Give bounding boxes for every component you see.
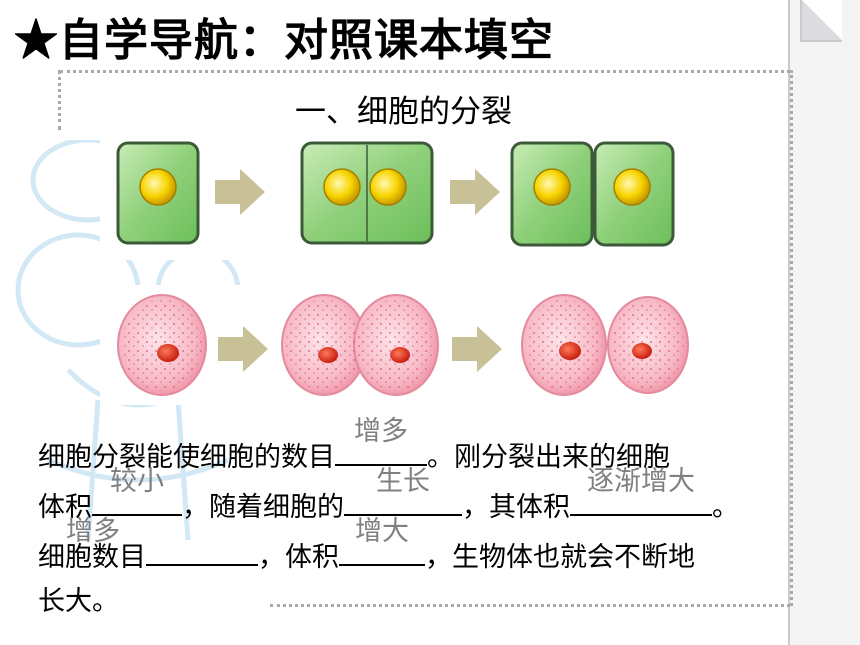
- plant-cell-dividing: [300, 141, 434, 245]
- arrow-right-icon: [215, 169, 265, 215]
- paragraph-text: ，随着细胞的: [182, 492, 344, 523]
- paragraph-text: ，体积: [258, 542, 339, 573]
- paragraph-text: 长大。: [38, 586, 119, 617]
- arrow-right-icon: [218, 326, 268, 372]
- page-frame-right: [788, 0, 860, 645]
- answer-growth: 生长: [376, 466, 430, 497]
- paragraph-text: 。: [712, 492, 739, 523]
- blank-volume-2[interactable]: 增大: [339, 516, 425, 566]
- plant-cell-daughters: [510, 141, 675, 247]
- paragraph-text: 。刚分裂出来的细胞: [427, 442, 670, 473]
- plant-nucleus: [139, 168, 177, 206]
- answer-size-2: 增大: [355, 516, 409, 547]
- animal-nucleus: [157, 344, 179, 362]
- blank-cell-growth[interactable]: 生长: [344, 466, 462, 516]
- animal-cell-dividing: [281, 294, 439, 396]
- plant-cell-division-diagram: [116, 141, 675, 247]
- blank-cell-number[interactable]: 增多: [335, 416, 427, 466]
- page-fold-corner: [800, 0, 842, 42]
- background-figure-illustration: [15, 140, 241, 541]
- plant-cell-single: [116, 141, 200, 245]
- arrow-right-icon: [452, 326, 502, 372]
- answer-number-2: 增多: [66, 516, 120, 547]
- blank-cell-number-2[interactable]: 增多: [66, 516, 258, 566]
- animal-cell-division-diagram: [117, 294, 689, 396]
- arrow-right-icon: [450, 169, 500, 215]
- paragraph-text: ，其体积: [462, 492, 570, 523]
- blank-cell-size[interactable]: 较小: [92, 466, 182, 516]
- animal-cell-single: [117, 294, 207, 396]
- dotted-border-bottom: [270, 604, 790, 607]
- dotted-border-left: [58, 70, 61, 130]
- answer-number: 增多: [354, 416, 408, 447]
- answer-increase: 逐渐增大: [587, 466, 695, 497]
- paragraph-text: 细胞分裂能使细胞的数目: [38, 442, 335, 473]
- answer-size: 较小: [110, 466, 164, 497]
- dotted-border-top: [60, 70, 790, 73]
- page-title: ★自学导航：对照课本填空: [14, 15, 554, 66]
- fill-in-paragraph: 细胞分裂能使细胞的数目增多。刚分裂出来的细胞 体积较小，随着细胞的生长，其体积逐…: [38, 416, 818, 624]
- animal-cell-daughters: [521, 294, 689, 396]
- section-heading: 一、细胞的分裂: [295, 94, 512, 130]
- paragraph-text: 细胞数目: [38, 542, 146, 573]
- paragraph-text: 体积: [38, 492, 92, 523]
- paragraph-text: ，生物体也就会不断地: [425, 542, 695, 573]
- blank-volume-change[interactable]: 逐渐增大: [570, 466, 712, 516]
- dotted-border-right: [790, 70, 793, 606]
